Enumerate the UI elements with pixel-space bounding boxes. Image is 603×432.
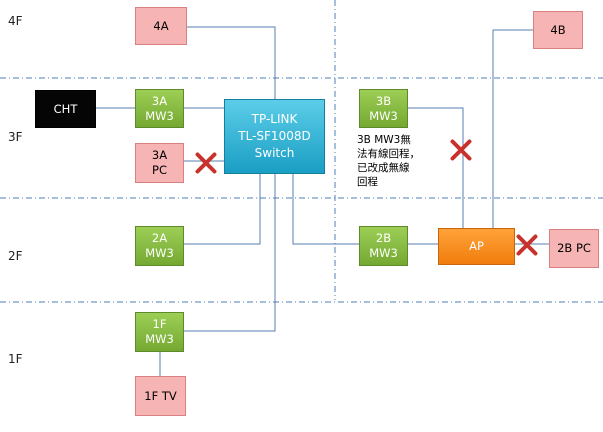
floor-label-3f: 3F	[8, 130, 23, 144]
node-3b-mw3: 3B MW3	[359, 89, 408, 128]
node-3a-pc: 3A PC	[135, 143, 184, 183]
annotation-note: 3B MW3無 法有線回程， 已改成無線 回程	[357, 134, 420, 188]
node-4b: 4B	[533, 11, 583, 49]
node-switch: TP-LINK TL-SF1008D Switch	[224, 99, 325, 174]
wire-4a-switch	[187, 26, 276, 99]
floor-label-2f: 2F	[8, 249, 23, 263]
wire-3b-ap	[408, 107, 464, 228]
wire-2a-switch	[184, 174, 261, 245]
floor-label-1f: 1F	[8, 352, 23, 366]
disconnected-x-icon	[194, 151, 218, 175]
node-4a: 4A	[135, 7, 187, 45]
wire-4b-ap	[492, 29, 533, 228]
node-2b-pc: 2B PC	[549, 229, 599, 268]
node-cht: CHT	[35, 90, 96, 128]
floor-label-4f: 4F	[8, 14, 23, 28]
disconnected-x-icon	[449, 138, 473, 162]
node-1f-mw3: 1F MW3	[135, 312, 184, 352]
node-2a-mw3: 2A MW3	[135, 226, 184, 266]
node-1f-tv: 1F TV	[135, 376, 186, 416]
node-2b-mw3: 2B MW3	[359, 226, 408, 266]
disconnected-x-icon	[515, 233, 539, 257]
node-ap: AP	[438, 228, 515, 265]
node-3a-mw3: 3A MW3	[135, 89, 184, 128]
wire-1f-switch	[184, 174, 276, 332]
wire-2b-switch	[292, 174, 359, 245]
